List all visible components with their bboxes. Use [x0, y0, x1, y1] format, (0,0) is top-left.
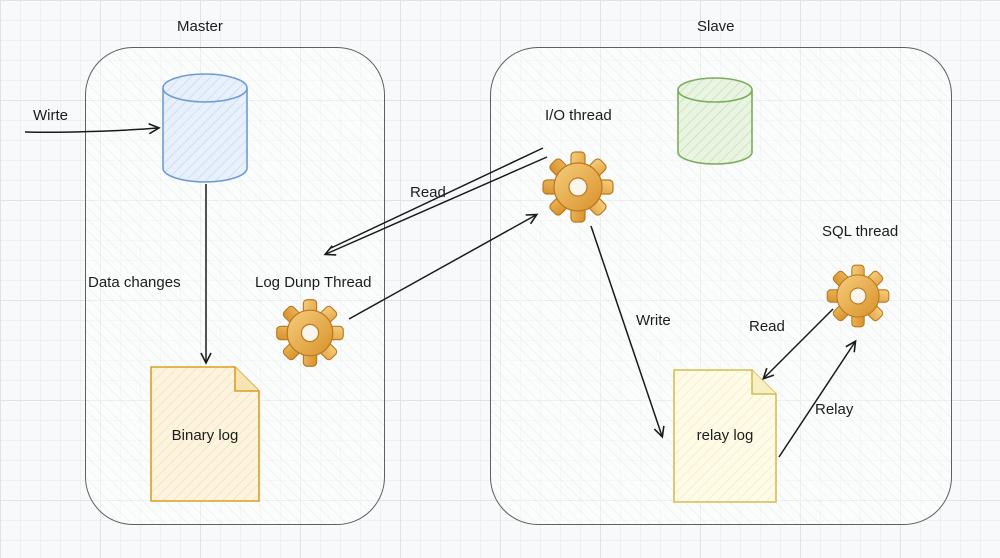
- binary-log-document: [150, 366, 260, 502]
- read-arrow-line-2: [323, 156, 548, 256]
- relay-log-label: relay log: [696, 427, 754, 444]
- io-thread-gear-icon: [542, 151, 614, 223]
- master-title: Master: [177, 18, 223, 35]
- relay-label: Relay: [815, 401, 854, 418]
- write-arrow: [24, 122, 161, 135]
- arrows-layer: [24, 122, 857, 458]
- sql-thread-label: SQL thread: [822, 223, 899, 240]
- log-dump-gear-icon: [276, 299, 344, 367]
- log-dump-thread-label: Log Dunp Thread: [255, 274, 372, 291]
- dump-to-io-arrow: [348, 213, 539, 320]
- read-left-label: Read: [410, 184, 446, 201]
- binary-log-label: Binary log: [171, 427, 239, 444]
- io-to-relay-write-arrow: [590, 225, 665, 439]
- data-changes-label: Data changes: [88, 274, 181, 291]
- read-arrow-line-1: [330, 147, 544, 249]
- write-right-label: Write: [636, 312, 671, 329]
- slave-title: Slave: [697, 18, 735, 35]
- relay-to-sql-arrow: [778, 339, 857, 458]
- sql-read-arrow: [762, 308, 834, 380]
- write-label: Wirte: [33, 107, 68, 124]
- sql-thread-gear-icon: [826, 264, 890, 328]
- relay-log-document: [673, 369, 777, 503]
- read-right-label: Read: [749, 318, 785, 335]
- io-thread-label: I/O thread: [545, 107, 612, 124]
- master-database-icon: [162, 73, 248, 183]
- slave-database-icon: [677, 77, 753, 165]
